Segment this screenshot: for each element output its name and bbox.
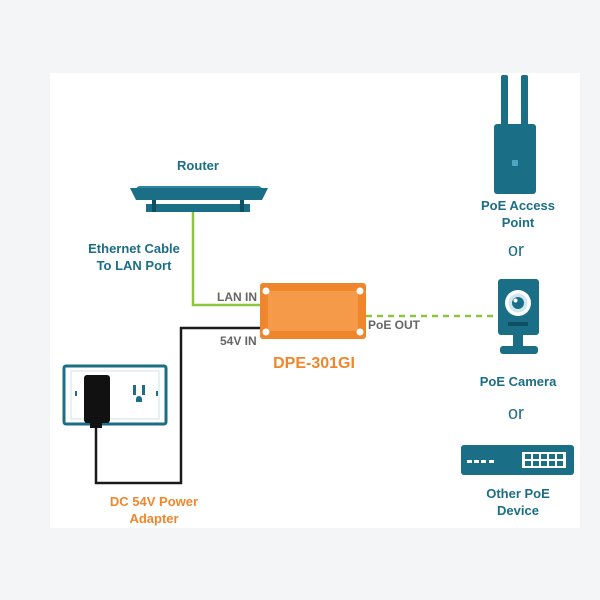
ethernet-cable-label-line1: Ethernet Cable [88, 241, 180, 256]
other-device-label-line2: Device [497, 503, 539, 518]
access-point-label-line2: Point [501, 215, 535, 230]
ethernet-cable-label: Ethernet Cable To LAN Port [78, 240, 190, 274]
network-switch-icon [461, 445, 574, 475]
power-adapter-icon [84, 375, 110, 428]
lan-in-label: LAN IN [217, 290, 257, 304]
access-point-label: PoE Access Point [470, 197, 566, 231]
or-separator-2: or [508, 403, 525, 423]
power-adapter-label: DC 54V Power Adapter [92, 493, 216, 527]
power-adapter-label-line1: DC 54V Power [109, 494, 199, 509]
54v-in-label: 54V IN [220, 334, 257, 348]
ip-camera-icon [498, 279, 539, 354]
camera-label: PoE Camera [479, 374, 557, 389]
router-icon [130, 186, 268, 212]
other-device-label-line1: Other PoE [486, 486, 550, 501]
poe-out-label: PoE OUT [368, 318, 421, 332]
access-point-icon [494, 75, 536, 194]
ethernet-cable-label-line2: To LAN Port [96, 258, 172, 273]
other-device-label: Other PoE Device [470, 485, 566, 519]
router-label: Router [177, 158, 219, 173]
or-separator-1: or [508, 240, 525, 260]
wall-outlet-icon [62, 364, 168, 426]
ethernet-cable [191, 211, 266, 307]
power-cable [94, 326, 266, 485]
access-point-label-line1: PoE Access [481, 198, 555, 213]
poe-injector-icon [260, 283, 366, 339]
power-adapter-label-line2: Adapter [129, 511, 179, 526]
device-name-label: DPE-301GI [273, 355, 355, 372]
